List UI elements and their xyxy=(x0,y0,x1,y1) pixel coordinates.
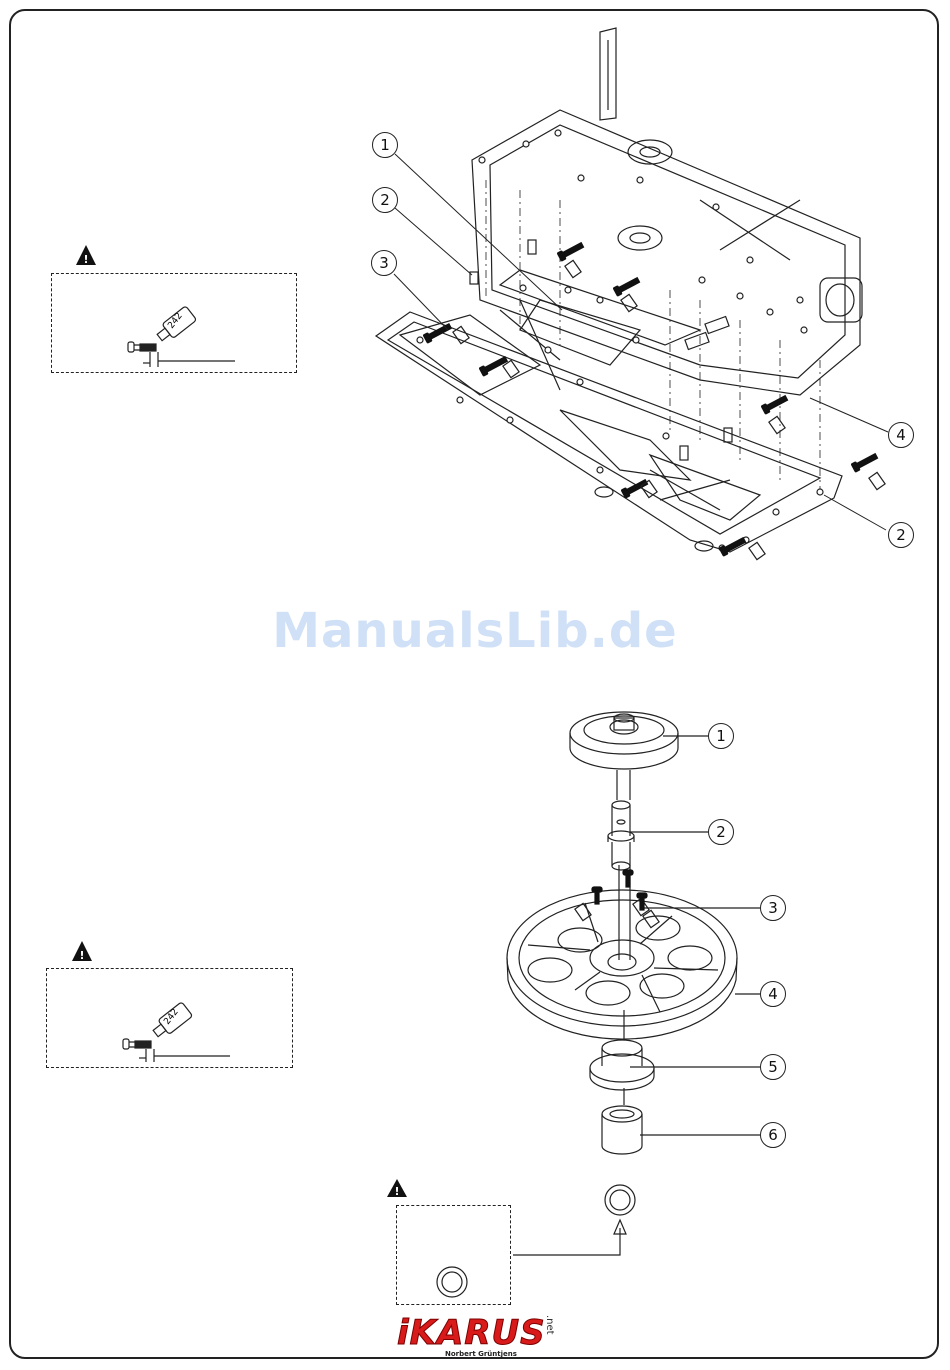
svg-text:!: ! xyxy=(394,1185,399,1198)
callout-bottom-4: 4 xyxy=(760,981,786,1007)
callout-top-1: 1 xyxy=(372,132,398,158)
callout-top-4: 4 xyxy=(888,422,914,448)
callout-bottom-5: 5 xyxy=(760,1054,786,1080)
callout-bottom-1: 1 xyxy=(708,723,734,749)
callout-top-2b: 2 xyxy=(888,522,914,548)
warning-box-ring xyxy=(396,1205,511,1305)
logo-subtitle: Norbert Grüntjens xyxy=(445,1350,517,1358)
callout-top-2: 2 xyxy=(372,187,398,213)
warning-box-top xyxy=(51,273,297,373)
callout-top-3: 3 xyxy=(371,250,397,276)
svg-text:!: ! xyxy=(83,253,88,266)
svg-text:!: ! xyxy=(79,949,84,962)
logo-brand: iKARUS xyxy=(397,1313,546,1353)
logo-suffix: .net xyxy=(544,1315,555,1335)
ikarus-logo: iKARUS .net Norbert Grüntjens xyxy=(395,1313,575,1359)
callout-bottom-6: 6 xyxy=(760,1122,786,1148)
callout-bottom-3: 3 xyxy=(760,895,786,921)
callout-bottom-2: 2 xyxy=(708,819,734,845)
warning-box-bottom xyxy=(46,968,293,1068)
